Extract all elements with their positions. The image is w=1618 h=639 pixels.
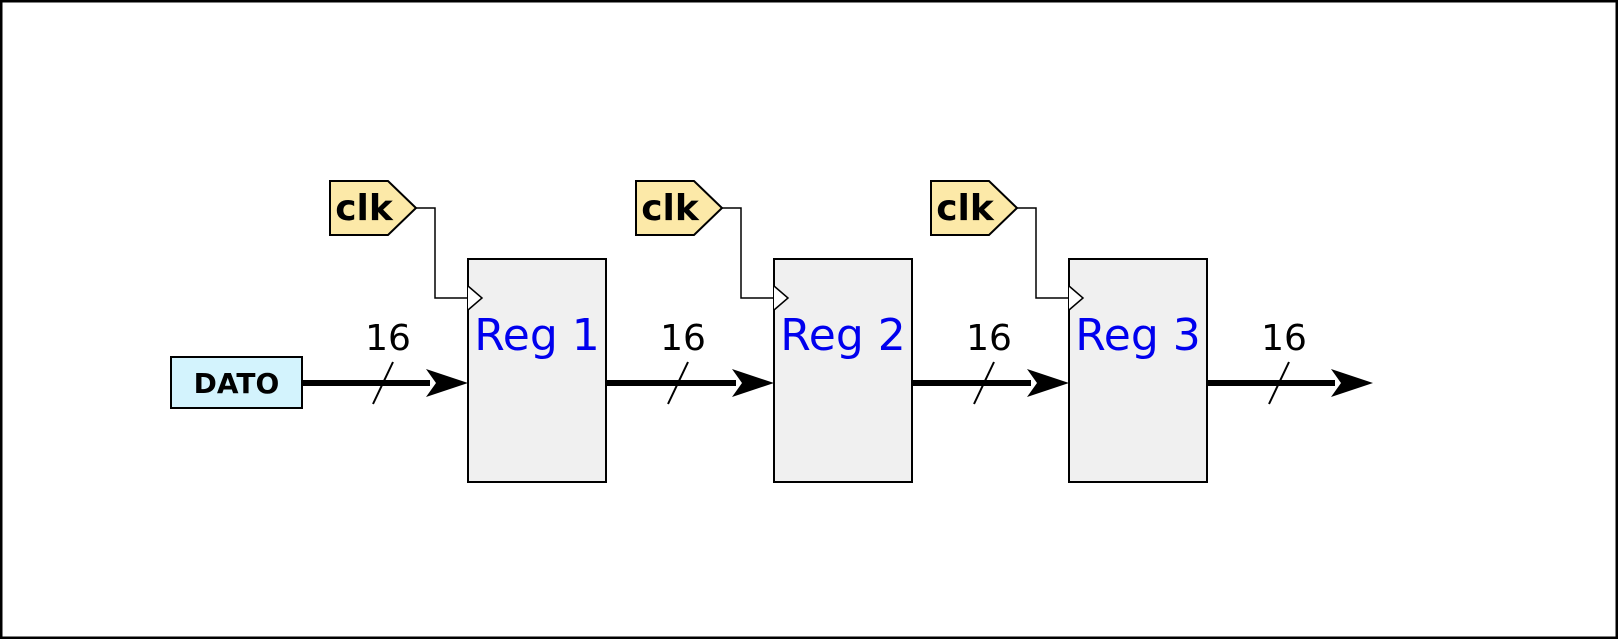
clock-wire — [1017, 207, 1069, 299]
register-1: Reg 1 — [467, 258, 607, 483]
bus-width-label: 16 — [660, 318, 706, 359]
clock-input-triangle-icon — [467, 285, 484, 311]
register-2-label: Reg 2 — [780, 310, 906, 361]
slash-1 — [372, 361, 394, 405]
clock-3: clk — [930, 180, 1069, 299]
slash-2 — [667, 361, 689, 405]
bus-width-label: 16 — [365, 318, 411, 359]
bus-width-label: 16 — [966, 318, 1012, 359]
clock-wire — [416, 207, 468, 299]
clock-tag — [635, 180, 724, 236]
clock-label: clk — [335, 188, 394, 229]
arrowhead-2 — [732, 369, 774, 397]
slash-3 — [973, 361, 995, 405]
clock-wire — [722, 207, 774, 299]
clock-tag — [329, 180, 418, 236]
arrowhead-1 — [426, 369, 468, 397]
input-dato-label: DATO — [194, 367, 280, 400]
bus-width-slashes — [372, 361, 1290, 405]
clock-2: clk — [635, 180, 774, 299]
register-2: Reg 2 — [773, 258, 913, 483]
register-1-label: Reg 1 — [474, 310, 600, 361]
bus-arrowheads — [426, 369, 1373, 397]
slash-4 — [1268, 361, 1290, 405]
bus-width-label: 16 — [1261, 318, 1307, 359]
register-3-label: Reg 3 — [1075, 310, 1201, 361]
clock-label: clk — [936, 188, 995, 229]
clock-tag — [930, 180, 1019, 236]
arrowhead-3 — [1027, 369, 1069, 397]
register-3: Reg 3 — [1068, 258, 1208, 483]
clock-input-triangle-icon — [1068, 285, 1085, 311]
clock-label: clk — [641, 188, 700, 229]
arrowhead-4 — [1331, 369, 1373, 397]
input-dato: DATO — [170, 356, 303, 409]
clock-input-triangle-icon — [773, 285, 790, 311]
clock-1: clk — [329, 180, 468, 299]
